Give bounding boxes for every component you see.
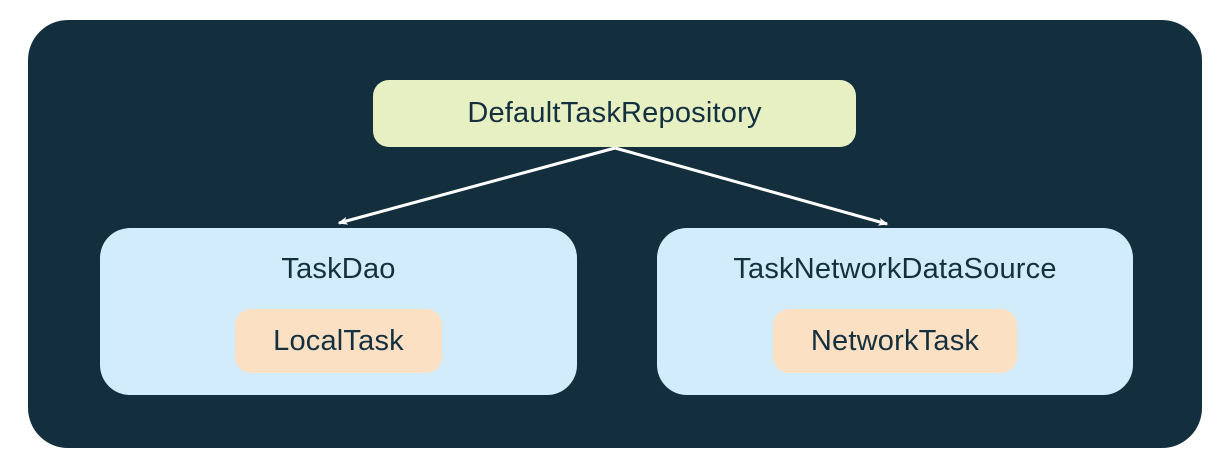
node-default-task-repository: DefaultTaskRepository bbox=[373, 80, 856, 147]
node-tasknetworkdatasource: TaskNetworkDataSource NetworkTask bbox=[657, 228, 1133, 395]
node-networktask: NetworkTask bbox=[772, 309, 1018, 373]
node-taskdao: TaskDao LocalTask bbox=[100, 228, 577, 395]
node-label: DefaultTaskRepository bbox=[467, 97, 762, 129]
node-localtask: LocalTask bbox=[235, 309, 442, 373]
node-title: TaskNetworkDataSource bbox=[733, 253, 1057, 285]
node-title: TaskDao bbox=[281, 253, 396, 285]
